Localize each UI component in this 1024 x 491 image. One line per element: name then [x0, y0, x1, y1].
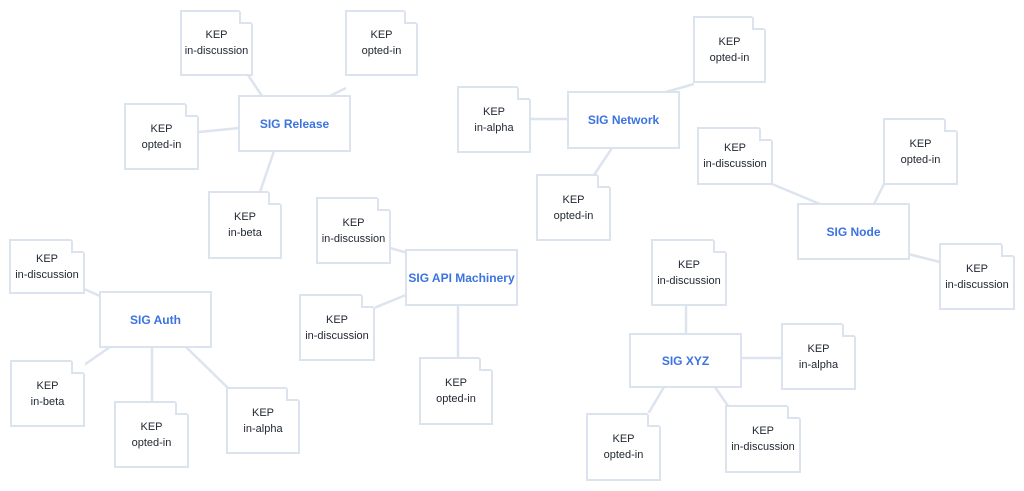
kep-title: KEP — [205, 29, 228, 41]
kep-card[interactable]: KEP opted-in — [419, 357, 493, 425]
kep-title: KEP — [718, 35, 741, 48]
kep-title: KEP — [909, 137, 932, 150]
kep-status: opted-in — [436, 393, 476, 405]
kep-status: in-discussion — [703, 158, 767, 170]
kep-status: in-beta — [228, 227, 262, 239]
kep-title: KEP — [370, 29, 393, 41]
kep-status: opted-in — [900, 153, 941, 166]
connector — [373, 293, 407, 310]
kep-status: opted-in — [141, 138, 182, 151]
kep-status: in-discussion — [657, 274, 721, 287]
kep-title: KEP — [751, 425, 774, 437]
kep-status: in-alpha — [798, 358, 839, 371]
kep-title: KEP — [612, 433, 635, 445]
kep-card[interactable]: KEP in-discussion — [725, 405, 801, 473]
kep-card[interactable]: KEP in-alpha — [457, 86, 531, 153]
kep-card[interactable]: KEP in-discussion — [939, 243, 1015, 310]
kep-title: KEP — [965, 262, 988, 275]
kep-title: KEP — [233, 211, 256, 223]
kep-card[interactable]: KEP in-beta — [10, 360, 85, 427]
kep-status: opted-in — [361, 45, 402, 57]
kep-status: opted-in — [553, 209, 594, 222]
kep-title: KEP — [36, 379, 59, 392]
kep-card[interactable]: KEP opted-in — [536, 174, 611, 241]
kep-title: KEP — [251, 406, 274, 419]
kep-card[interactable]: KEP in-discussion — [180, 10, 253, 76]
kep-status: in-alpha — [243, 422, 283, 435]
kep-card[interactable]: KEP opted-in — [586, 413, 661, 481]
kep-title: KEP — [150, 122, 173, 135]
kep-status: in-discussion — [321, 232, 386, 245]
kep-card[interactable]: KEP in-discussion — [316, 197, 391, 264]
kep-card[interactable]: KEP opted-in — [124, 103, 199, 170]
kep-status: in-discussion — [945, 278, 1009, 291]
kep-card[interactable]: KEP in-alpha — [781, 323, 856, 390]
connector — [329, 86, 347, 98]
connector — [246, 74, 264, 97]
sig-node-node[interactable]: SIG Node — [797, 203, 910, 260]
kep-card[interactable]: KEP in-discussion — [651, 239, 727, 306]
connector — [665, 82, 695, 94]
kep-title: KEP — [325, 313, 348, 326]
kep-title: KEP — [35, 252, 58, 265]
kep-card[interactable]: KEP in-discussion — [299, 294, 375, 361]
kep-title: KEP — [562, 193, 585, 206]
connector — [713, 386, 730, 407]
kep-card[interactable]: KEP opted-in — [883, 118, 958, 185]
kep-status: in-discussion — [731, 441, 795, 453]
connector — [258, 150, 276, 193]
sig-release-node[interactable]: SIG Release — [238, 95, 351, 152]
kep-status: opted-in — [131, 436, 172, 449]
kep-card[interactable]: KEP opted-in — [345, 10, 418, 76]
kep-card[interactable]: KEP opted-in — [693, 16, 766, 83]
kep-card[interactable]: KEP in-discussion — [9, 239, 85, 294]
connector — [771, 182, 821, 206]
kep-title: KEP — [342, 216, 365, 229]
connector — [198, 126, 240, 134]
kep-card[interactable]: KEP opted-in — [114, 401, 189, 468]
connector — [646, 386, 666, 415]
connector — [83, 345, 111, 367]
sig-auth-node[interactable]: SIG Auth — [99, 291, 212, 348]
kep-title: KEP — [807, 342, 830, 355]
kep-status: in-beta — [30, 395, 65, 408]
connector — [83, 287, 101, 298]
connector — [872, 183, 886, 205]
connector — [592, 147, 614, 176]
sig-api-machinery-node[interactable]: SIG API Machinery — [405, 249, 518, 306]
kep-card[interactable]: KEP in-discussion — [697, 127, 773, 185]
kep-status: in-discussion — [184, 45, 249, 57]
connector — [907, 252, 941, 264]
kep-status: in-alpha — [474, 121, 514, 134]
kep-card[interactable]: KEP in-beta — [208, 191, 282, 259]
kep-status: opted-in — [603, 449, 644, 461]
kep-card[interactable]: KEP in-alpha — [226, 387, 300, 454]
sig-network-node[interactable]: SIG Network — [567, 91, 680, 149]
kep-status: opted-in — [709, 51, 750, 64]
kep-title: KEP — [482, 105, 505, 118]
sig-xyz-node[interactable]: SIG XYZ — [629, 333, 742, 388]
kep-status: in-discussion — [305, 329, 369, 342]
kep-status: in-discussion — [15, 268, 79, 281]
kep-title: KEP — [444, 377, 467, 389]
kep-title: KEP — [723, 142, 746, 154]
connector — [185, 346, 229, 389]
kep-title: KEP — [677, 258, 700, 271]
kep-title: KEP — [140, 420, 163, 433]
